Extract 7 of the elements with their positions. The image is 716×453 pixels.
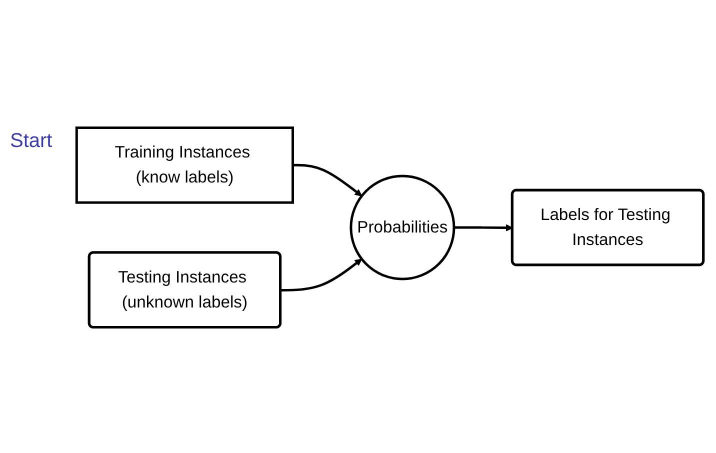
arrow [292,164,362,196]
node-circle [350,174,456,280]
flowchart-drawing: Training Instances (know labels) Probabilities Testing Instances (unknown labels) Labels for Testing Instances [70,10,710,445]
start-label: Start [10,130,52,153]
arrow [454,224,513,232]
arrow [280,258,362,292]
node-box [75,126,294,204]
